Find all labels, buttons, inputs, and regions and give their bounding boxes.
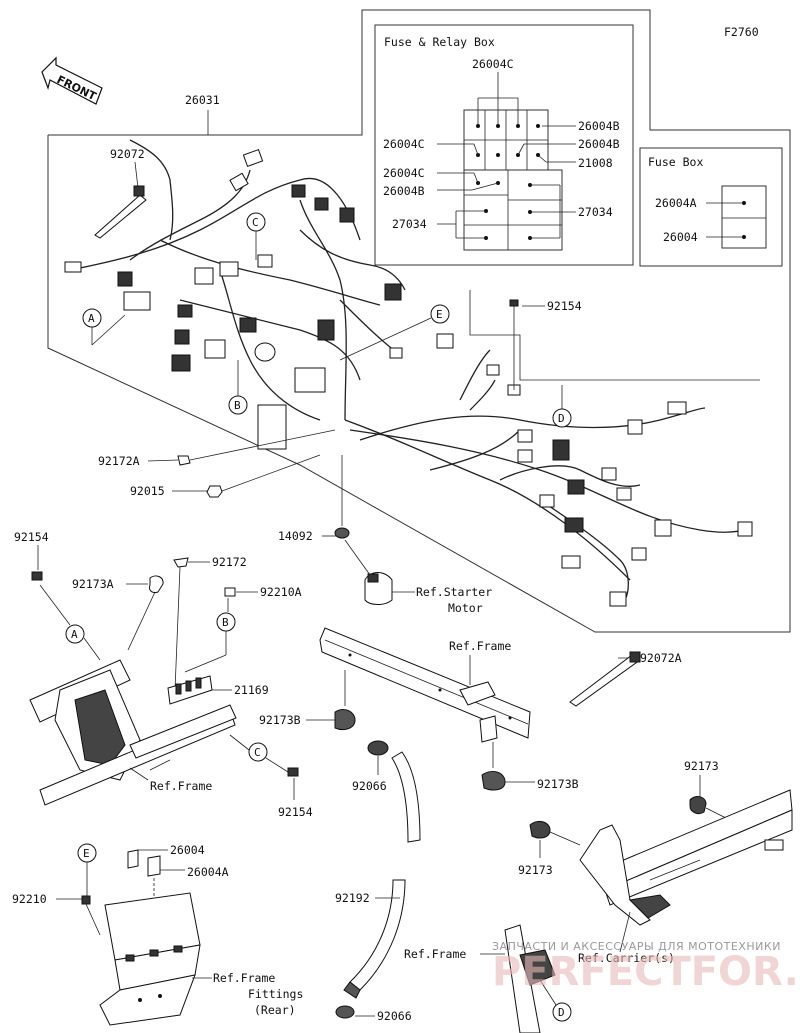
part-92210: 92210 <box>12 892 47 906</box>
front-arrow-icon: FRONT <box>41 56 103 105</box>
part-92173A: 92173A <box>72 577 114 591</box>
part-21169: 21169 <box>234 683 269 697</box>
ref-frame-middle: Ref.Frame <box>449 639 511 653</box>
carrier-frame <box>579 789 793 926</box>
label-26004C-l3: 26004C <box>383 166 425 180</box>
part-92173-right-1: 92173 <box>684 759 719 773</box>
cable-tie-92072: 92072 <box>94 147 147 239</box>
fuse-box: Fuse Box 26004A 26004 <box>639 147 783 267</box>
part-92066-top: 92066 <box>352 779 387 793</box>
callout-e-top: E <box>339 304 450 361</box>
ref-starter-motor: Ref.Starter <box>416 585 492 599</box>
bolt-92154-top: 92154 <box>469 290 760 390</box>
part-92015: 92015 <box>130 484 165 498</box>
callout-label-d-2: D <box>558 1006 565 1019</box>
part-14092: 14092 <box>278 529 313 543</box>
part-26004A-rear: 26004A <box>187 865 229 879</box>
part-26031: 26031 <box>185 93 220 107</box>
part-92173B-left: 92173B <box>259 713 301 727</box>
part-92173-right-2: 92173 <box>518 863 553 877</box>
callout-label-c: C <box>252 216 259 229</box>
part-92072A: 92072A <box>640 651 682 665</box>
watermark-line-1: ЗАПЧАСТИ И АКСЕССУАРЫ ДЛЯ МОТОТЕХНИКИ <box>492 940 781 953</box>
callout-c-bottom: C <box>229 734 289 773</box>
callout-e-bottom: E <box>77 843 97 896</box>
callout-a-bottom: A <box>65 624 101 661</box>
hose-92192: 92192 92066 <box>335 751 421 1023</box>
bottom-frame-bracket <box>504 924 556 1033</box>
harness-connectors <box>64 148 753 607</box>
label-26004: 26004 <box>663 230 698 244</box>
ref-frame-fittings-2: Fittings <box>248 987 303 1001</box>
harness-outline <box>47 9 791 633</box>
callout-d-bottom: D <box>539 979 572 1022</box>
ref-frame-fittings-1: Ref.Frame <box>213 971 275 985</box>
watermark-line-2: PERFECTFOR.RU <box>492 949 800 995</box>
starter-motor-cap: Ref.Starter Motor <box>364 572 492 615</box>
callout-label-e: E <box>436 308 443 321</box>
ref-frame-left: Ref.Frame <box>150 779 212 793</box>
fuse-relay-box-title: Fuse & Relay Box <box>384 35 495 49</box>
label-26004B-r2: 26004B <box>578 137 620 151</box>
callout-d-top: D <box>552 385 572 428</box>
part-92066-bottom: 92066 <box>377 1009 412 1023</box>
callout-b-bottom: B <box>184 612 236 673</box>
callout-c-top: C <box>246 212 266 260</box>
rear-fittings-box <box>99 892 201 1026</box>
callout-label-b: B <box>234 399 241 412</box>
label-21008-r3: 21008 <box>578 156 613 170</box>
callout-a-top: A <box>82 308 126 346</box>
middle-frame <box>319 627 531 743</box>
callout-label-a-2: A <box>71 628 78 641</box>
part-92154-bottom: 92154 <box>278 805 313 819</box>
label-26004C-l2: 26004C <box>383 137 425 151</box>
part-26004-rear: 26004 <box>170 843 205 857</box>
label-26004B-l4: 26004B <box>383 184 425 198</box>
fuse-box-title: Fuse Box <box>648 155 703 169</box>
callout-label-c-2: C <box>254 746 261 759</box>
callout-label-d: D <box>558 412 565 425</box>
part-92172A: 92172A <box>98 454 140 468</box>
callout-label-e-2: E <box>83 847 90 860</box>
ref-starter-motor-2: Motor <box>448 601 483 615</box>
ref-frame-fittings-3: (Rear) <box>254 1003 296 1017</box>
label-27034-r5: 27034 <box>578 205 613 219</box>
ref-carrier: Ref.Carrier(s) <box>578 951 675 965</box>
bracket-21169: 21169 <box>167 675 269 705</box>
part-92154-left: 92154 <box>14 530 49 544</box>
ref-frame-bottom: Ref.Frame <box>404 947 466 961</box>
left-frame <box>29 659 237 806</box>
part-92210A: 92210A <box>260 585 302 599</box>
label-26004B-r1: 26004B <box>578 119 620 133</box>
part-92072: 92072 <box>110 147 145 161</box>
fuse-relay-box: Fuse & Relay Box 26004C 26004B 26004C 26… <box>374 24 634 266</box>
label-26004C-top: 26004C <box>472 57 514 71</box>
part-92154-top: 92154 <box>547 299 582 313</box>
grommet-92066-top: 92066 <box>352 740 389 793</box>
part-92173B-right: 92173B <box>537 777 579 791</box>
callout-label-b-2: B <box>222 616 229 629</box>
figure-code: F2760 <box>724 25 759 39</box>
callout-label-a: A <box>88 312 95 325</box>
callout-b-top: B <box>228 360 248 415</box>
label-27034-l5: 27034 <box>392 217 427 231</box>
part-92192: 92192 <box>335 891 370 905</box>
label-26004A: 26004A <box>655 196 697 210</box>
part-92172: 92172 <box>212 555 247 569</box>
